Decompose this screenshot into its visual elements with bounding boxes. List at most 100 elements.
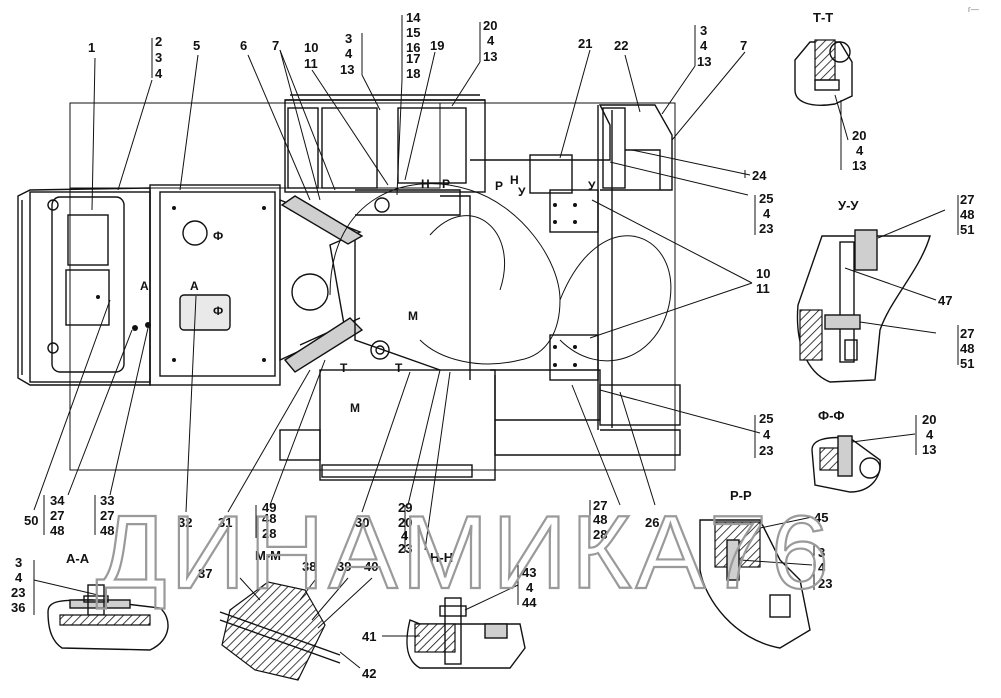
callout-13e: 13: [922, 442, 936, 457]
section-ff-detail: [811, 433, 916, 493]
callout-36: 36: [11, 600, 25, 615]
callout-27b: 27: [960, 192, 974, 207]
callout-18: 18: [406, 66, 420, 81]
callout-4d: 4: [700, 38, 708, 53]
marker-m-bottom: М: [350, 401, 360, 415]
section-title-tt: Т-Т: [813, 10, 833, 25]
section-title-nn: Н-Н: [430, 550, 453, 565]
callout-28b: 28: [262, 526, 276, 541]
callout-23e: 23: [11, 585, 25, 600]
callout-48b: 48: [960, 207, 974, 222]
callout-42: 42: [362, 666, 376, 681]
callout-3d: 3: [818, 545, 825, 560]
callout-48d: 48: [50, 523, 64, 538]
callout-3e: 3: [15, 555, 22, 570]
callout-25b: 25: [759, 411, 773, 426]
section-uu-detail: [796, 209, 946, 383]
callout-31: 31: [218, 515, 232, 530]
section-aa-detail: [33, 579, 169, 651]
callout-4h: 4: [926, 427, 934, 442]
callout-23d: 23: [398, 541, 412, 556]
callout-4f: 4: [763, 427, 771, 442]
marker-r: Р: [442, 177, 450, 191]
callout-labels: 1 2 3 4 5 6 7 10 11 3 4 13 14 15 16 17 1…: [11, 10, 974, 681]
watermark-text: ДИНАМИКА76: [96, 495, 833, 611]
callout-4g: 4: [856, 143, 864, 158]
callout-39: 39: [337, 559, 351, 574]
callout-23b: 23: [759, 443, 773, 458]
callout-47: 47: [938, 293, 952, 308]
callout-13c: 13: [697, 54, 711, 69]
marker-t-left: Т: [340, 361, 348, 375]
callout-10b: 10: [756, 266, 770, 281]
callout-48: 48: [593, 512, 607, 527]
callout-20c: 20: [922, 412, 936, 427]
callout-51: 51: [960, 222, 974, 237]
marker-t-right: Т: [395, 361, 403, 375]
callout-4b: 4: [345, 46, 353, 61]
callout-24: 24: [752, 168, 767, 183]
callout-3b: 3: [345, 31, 352, 46]
callout-34: 34: [50, 493, 65, 508]
marker-a-left: А: [140, 279, 149, 293]
callout-29: 29: [398, 500, 412, 515]
callout-27d: 27: [50, 508, 64, 523]
section-title-ff: Ф-Ф: [818, 408, 845, 423]
callout-28: 28: [593, 527, 607, 542]
callout-11: 11: [304, 56, 318, 71]
section-pp-detail: [699, 516, 813, 649]
callout-4e: 4: [763, 206, 771, 221]
callout-30: 30: [355, 515, 369, 530]
marker-m-top: М: [408, 309, 418, 323]
callout-17: 17: [406, 51, 420, 66]
callout-20: 20: [483, 18, 497, 33]
callout-27c: 27: [960, 326, 974, 341]
main-frame-plan-view: [17, 94, 681, 481]
callout-33: 33: [100, 493, 114, 508]
callout-1: 1: [88, 40, 95, 55]
section-nn-detail: [382, 584, 526, 669]
marker-n: Н: [421, 177, 430, 191]
marker-f-top: Ф: [213, 229, 223, 243]
callout-4c: 4: [487, 33, 495, 48]
callout-49: 49: [262, 500, 276, 515]
marker-u-2: У: [588, 179, 596, 193]
section-title-uu: У-У: [838, 198, 859, 213]
section-titles: Т-Т У-У Ф-Ф Р-Р А-А М-М Н-Н: [66, 10, 859, 566]
callout-14: 14: [406, 10, 421, 25]
callout-51b: 51: [960, 356, 974, 371]
callout-23c: 23: [818, 576, 832, 591]
corner-mark: г—: [968, 5, 979, 14]
callout-48e: 48: [100, 523, 114, 538]
marker-r-2: Р: [495, 179, 503, 193]
callout-22: 22: [614, 38, 628, 53]
section-title-pp: Р-Р: [730, 488, 752, 503]
callout-11b: 11: [756, 281, 770, 296]
callout-40: 40: [364, 559, 378, 574]
callout-5: 5: [193, 38, 200, 53]
callout-32: 32: [178, 515, 192, 530]
callout-13: 13: [340, 62, 354, 77]
callout-20b: 20: [852, 128, 866, 143]
callout-45: 45: [814, 510, 828, 525]
section-mm-detail: [219, 577, 373, 681]
callout-16: 16: [406, 40, 420, 55]
callout-27e: 27: [100, 508, 114, 523]
callout-15: 15: [406, 25, 420, 40]
callout-37: 37: [198, 566, 212, 581]
callout-4i: 4: [818, 560, 826, 575]
marker-u: У: [518, 185, 526, 199]
section-markers: Ф Ф А А Н Р Р Н У У Т Т М М: [140, 173, 596, 415]
callout-44: 44: [522, 595, 537, 610]
callout-13b: 13: [483, 49, 497, 64]
callout-4j: 4: [401, 528, 409, 543]
marker-a-right: А: [190, 279, 199, 293]
callout-4l: 4: [526, 580, 534, 595]
callout-7b: 7: [740, 38, 747, 53]
callout-48f: 48: [262, 511, 276, 526]
marker-n-2: Н: [510, 173, 519, 187]
callout-7: 7: [272, 38, 279, 53]
marker-f-bottom: Ф: [213, 304, 223, 318]
callout-10: 10: [304, 40, 318, 55]
section-tt-detail: [794, 39, 853, 141]
